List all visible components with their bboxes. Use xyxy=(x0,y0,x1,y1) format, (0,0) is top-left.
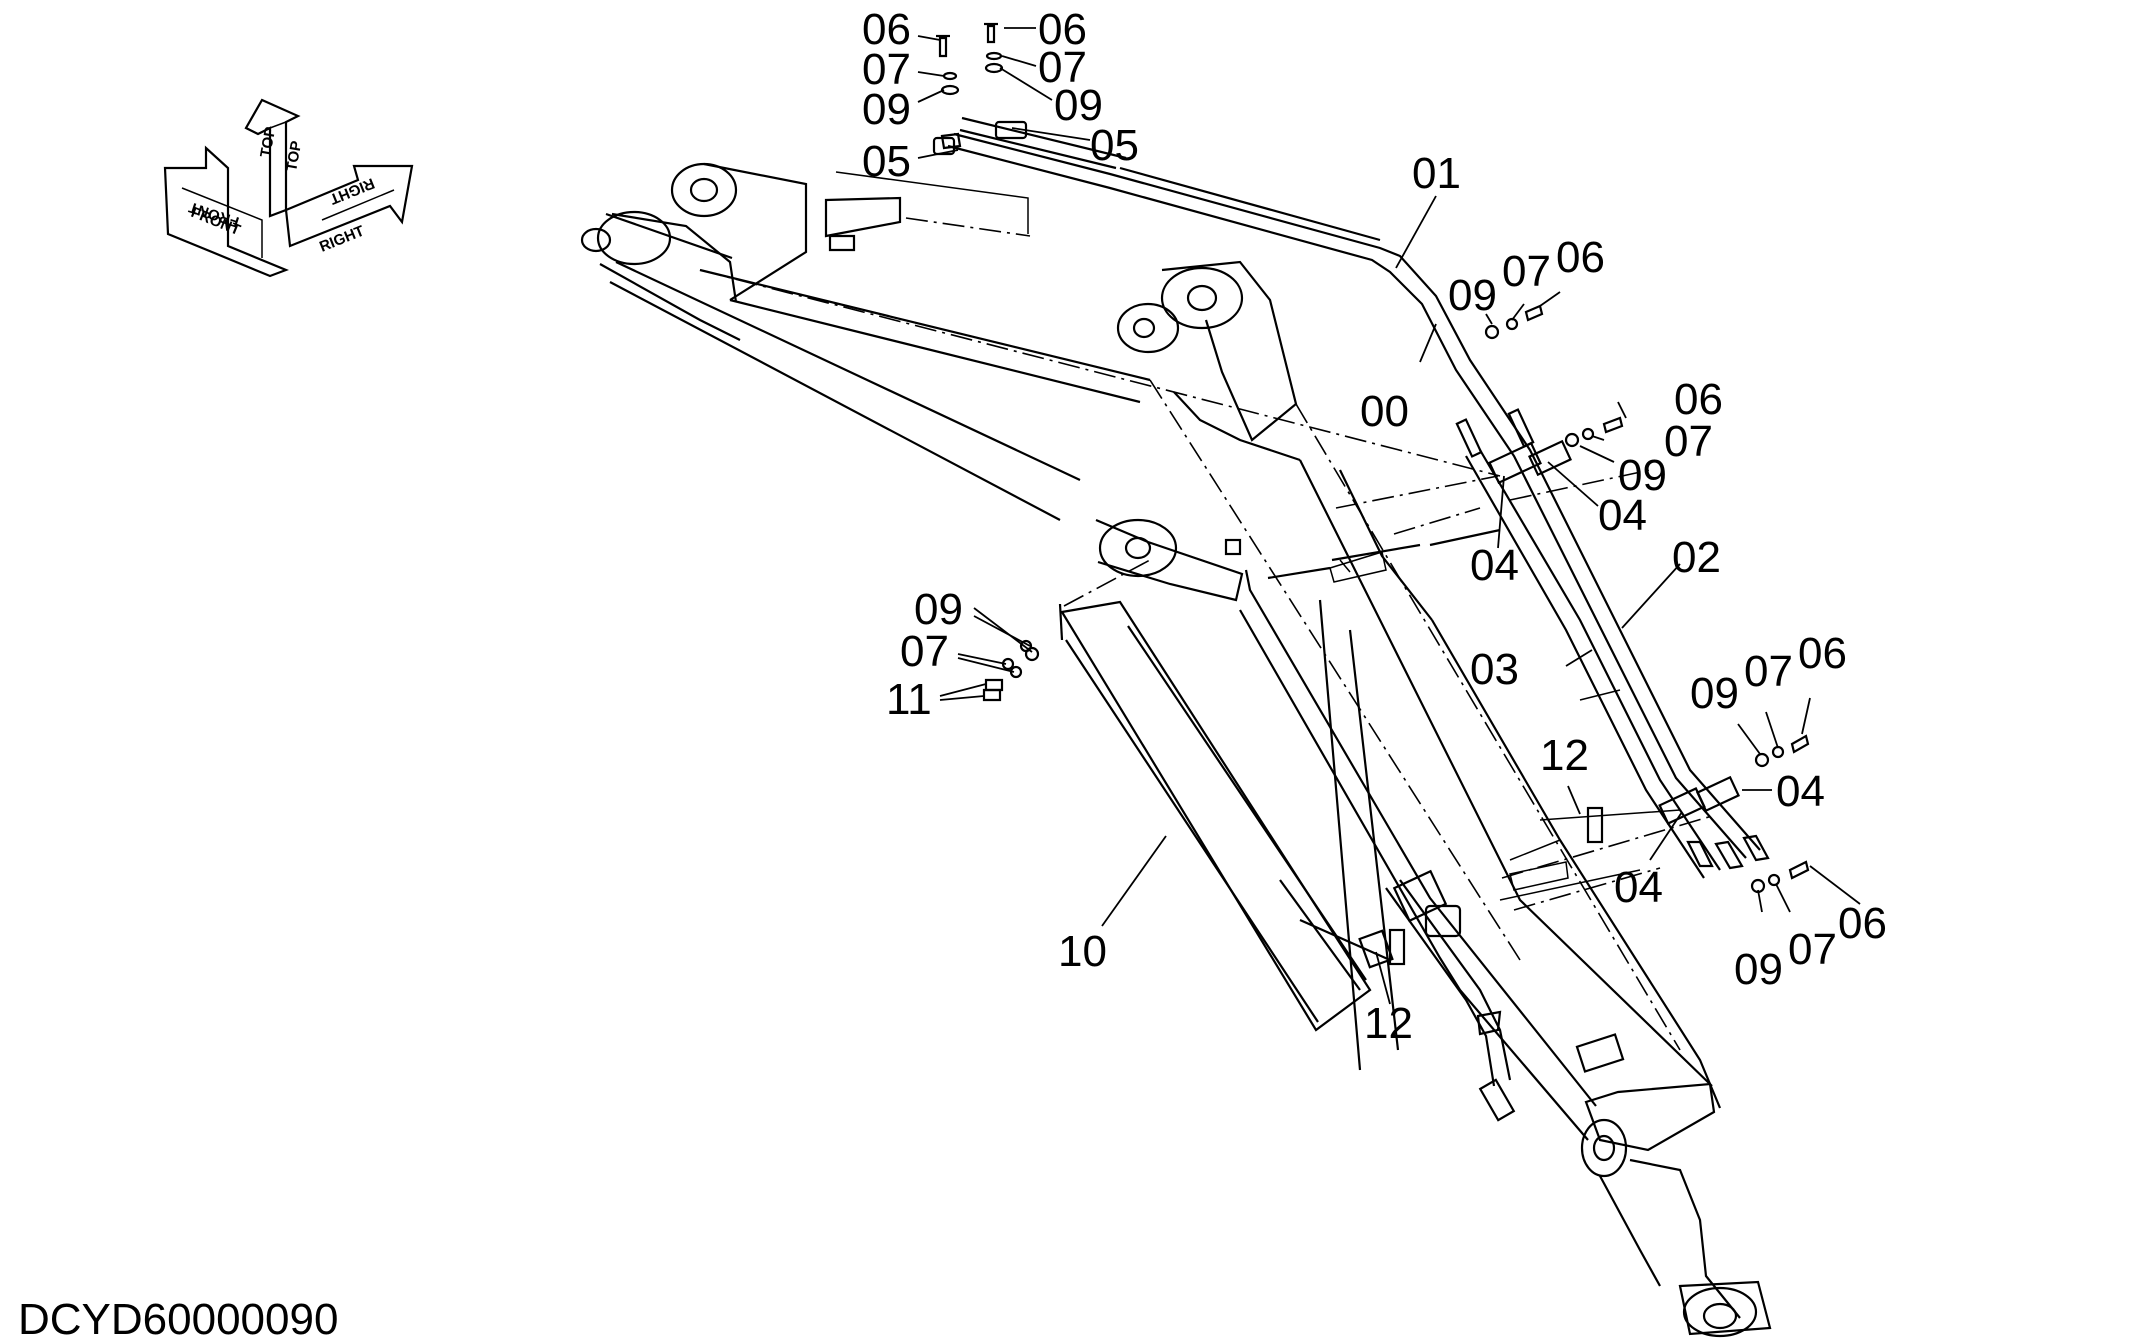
part-label-01: 01 xyxy=(1412,149,1461,198)
part-label-06: 06 xyxy=(862,5,911,54)
part-label-09: 09 xyxy=(1054,81,1103,130)
part-label-06: 06 xyxy=(1556,233,1605,282)
part-label-09: 09 xyxy=(862,85,911,134)
part-label-04: 04 xyxy=(1598,491,1647,540)
part-label-06: 06 xyxy=(1038,5,1087,54)
part-label-05: 05 xyxy=(862,137,911,186)
part-label-06: 06 xyxy=(1838,899,1887,948)
part-label-07: 07 xyxy=(1664,417,1713,466)
orientation-right-mirror-label: RIGHT xyxy=(327,174,377,207)
orientation-top-label: TOP xyxy=(257,126,279,159)
part-label-07: 07 xyxy=(1038,43,1087,92)
leader-lines xyxy=(917,27,1861,1005)
part-label-05: 05 xyxy=(1090,121,1139,170)
centre-lines xyxy=(699,217,1713,911)
hydraulic-pipes xyxy=(932,116,1770,1122)
part-label-10: 10 xyxy=(1058,927,1107,976)
part-label-07: 07 xyxy=(1502,247,1551,296)
cover-panel xyxy=(1058,600,1372,1032)
part-label-04: 04 xyxy=(1776,767,1825,816)
part-label-09: 09 xyxy=(1690,669,1739,718)
part-label-11: 11 xyxy=(886,675,932,724)
orientation-top-label-2: TOP xyxy=(283,140,305,173)
part-label-02: 02 xyxy=(1672,533,1721,582)
part-label-06: 06 xyxy=(1674,375,1723,424)
part-labels: 06 07 09 05 06 07 09 05 01 00 09 07 06 0… xyxy=(862,5,1887,1048)
orientation-indicator: TOP TOP FRONT FRONT RIGHT RIGHT xyxy=(163,98,414,278)
part-label-09: 09 xyxy=(1734,945,1783,994)
part-label-12: 12 xyxy=(1540,731,1589,780)
part-label-07: 07 xyxy=(1744,647,1793,696)
part-label-00: 00 xyxy=(1360,387,1409,436)
part-label-06: 06 xyxy=(1798,629,1847,678)
part-label-04: 04 xyxy=(1470,541,1519,590)
part-label-09: 09 xyxy=(914,585,963,634)
part-label-04: 04 xyxy=(1614,863,1663,912)
drawing-code: DCYD60000090 xyxy=(18,1295,338,1341)
part-label-07: 07 xyxy=(1788,925,1837,974)
part-label-09: 09 xyxy=(1448,271,1497,320)
part-label-07: 07 xyxy=(862,45,911,94)
boom-structure xyxy=(580,162,1772,1338)
clamp-brackets xyxy=(824,171,1681,966)
part-label-09: 09 xyxy=(1618,451,1667,500)
part-label-03: 03 xyxy=(1470,645,1519,694)
part-label-07: 07 xyxy=(900,627,949,676)
part-label-12: 12 xyxy=(1364,999,1413,1048)
orientation-right-label: RIGHT xyxy=(317,222,367,255)
